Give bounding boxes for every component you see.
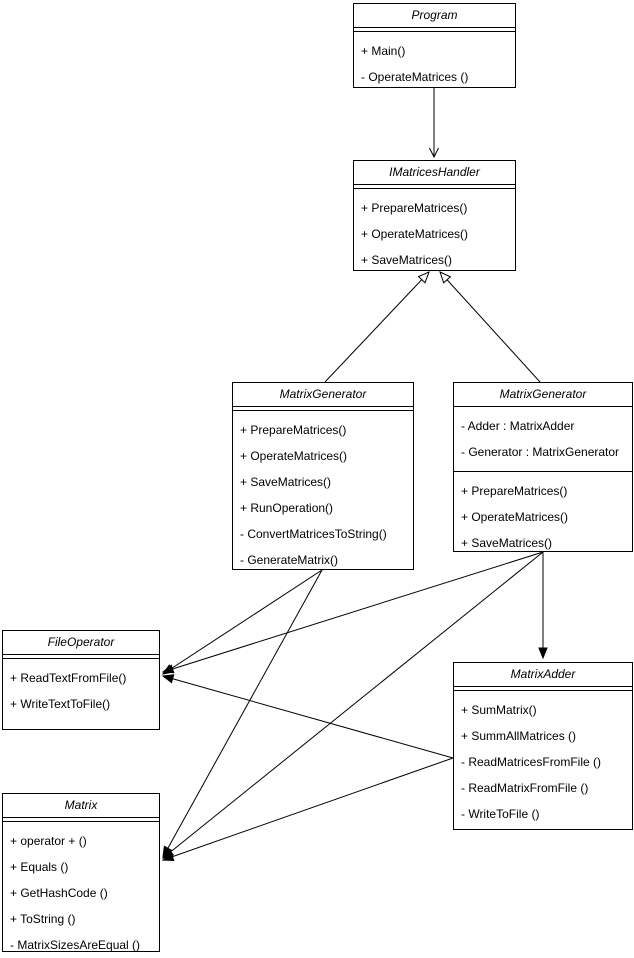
class-box-fileoperator[interactable]: FileOperator + ReadTextFromFile() + Write… [2, 630, 160, 730]
class-title: IMatricesHandler [354, 161, 515, 185]
title-double-line [3, 818, 159, 822]
class-box-matrixgenerator-right[interactable]: MatrixGenerator - Adder : MatrixAdder - G… [453, 382, 633, 552]
class-member: - MatrixSizesAreEqual () [10, 938, 141, 952]
class-title: FileOperator [3, 631, 159, 655]
class-member: - OperateMatrices () [361, 70, 469, 84]
edge-matrixgenerator-left-to-fileoperator[interactable] [163, 569, 323, 674]
class-title: Program [354, 4, 515, 28]
edge-matrixgenerator-left-to-matrix[interactable] [163, 569, 323, 857]
class-title: Matrix [3, 794, 159, 818]
class-member: + GetHashCode () [10, 886, 108, 900]
class-member: + Main() [361, 44, 406, 58]
class-member: + RunOperation() [240, 501, 334, 515]
class-member: + PrepareMatrices() [461, 484, 568, 498]
title-double-line [354, 28, 515, 32]
class-compartment: + Main() - OperateMatrices () [354, 32, 515, 87]
class-member: - WriteToFile () [461, 807, 540, 821]
class-member: - ConvertMatricesToString() [240, 527, 387, 541]
edge-matrixgenerator-right-to-matrix[interactable] [163, 551, 544, 858]
class-member: + operator + () [10, 834, 87, 848]
class-member: + SaveMatrices() [361, 253, 453, 267]
class-box-program[interactable]: Program + Main() - OperateMatrices () [353, 3, 516, 88]
class-member: - GenerateMatrix() [240, 553, 339, 567]
class-member: + OperateMatrices() [461, 510, 569, 524]
edge-matrixadder-to-matrix[interactable] [163, 757, 454, 860]
class-member: + SaveMatrices() [240, 475, 332, 489]
edge-matrixadder-to-fileoperator[interactable] [163, 676, 454, 759]
class-compartment: + operator + () + Equals () + GetHashCode … [3, 822, 159, 952]
edge-matrixgenerator-right-to-fileoperator[interactable] [163, 551, 544, 672]
class-member: + SumMatrix() [461, 703, 537, 717]
class-box-imatriceshandler[interactable]: IMatricesHandler + PrepareMatrices() + Op… [353, 160, 516, 271]
title-double-line [233, 407, 413, 411]
class-member: + SaveMatrices() [461, 536, 553, 550]
class-member: - Adder : MatrixAdder [461, 419, 575, 433]
class-compartment: + SumMatrix() + SummAllMatrices () - ReadM… [454, 691, 632, 829]
class-box-matrixadder[interactable]: MatrixAdder + SumMatrix() + SummAllMatric… [453, 662, 633, 830]
class-member: + PrepareMatrices() [361, 201, 468, 215]
class-member: + Equals () [10, 860, 69, 874]
class-compartment: + PrepareMatrices() + OperateMatrices() + … [354, 189, 515, 270]
class-member: + OperateMatrices() [361, 227, 469, 241]
class-member: - ReadMatricesFromFile () [461, 755, 602, 769]
title-double-line [354, 185, 515, 189]
class-member: + ReadTextFromFile() [10, 671, 127, 685]
class-member: + PrepareMatrices() [240, 423, 347, 437]
class-member: - ReadMatrixFromFile () [461, 781, 589, 795]
class-member: + WriteTextToFile() [10, 697, 111, 711]
class-member: + OperateMatrices() [240, 449, 348, 463]
class-title: MatrixGenerator [454, 383, 632, 407]
class-box-matrix[interactable]: Matrix + operator + () + Equals () + GetHa… [2, 793, 160, 952]
class-box-matrixgenerator-left[interactable]: MatrixGenerator + PrepareMatrices() + Ope… [232, 382, 414, 570]
class-member: - Generator : MatrixGenerator [461, 445, 620, 459]
class-compartment: + ReadTextFromFile() + WriteTextToFile() [3, 659, 159, 723]
edge-matrixgenerator-left-to-imatriceshandler[interactable] [324, 271, 430, 383]
edge-matrixgenerator-right-to-imatriceshandler[interactable] [439, 271, 541, 383]
class-compartment: + PrepareMatrices() + OperateMatrices() + … [454, 471, 632, 551]
title-double-line [3, 655, 159, 659]
class-member: + ToString () [10, 912, 76, 926]
class-title: MatrixGenerator [233, 383, 413, 407]
class-member: + SummAllMatrices () [461, 729, 577, 743]
class-compartment: + PrepareMatrices() + OperateMatrices() + … [233, 411, 413, 569]
class-title: MatrixAdder [454, 663, 632, 687]
class-compartment: - Adder : MatrixAdder - Generator : Matri… [454, 407, 632, 471]
title-double-line [454, 687, 632, 691]
